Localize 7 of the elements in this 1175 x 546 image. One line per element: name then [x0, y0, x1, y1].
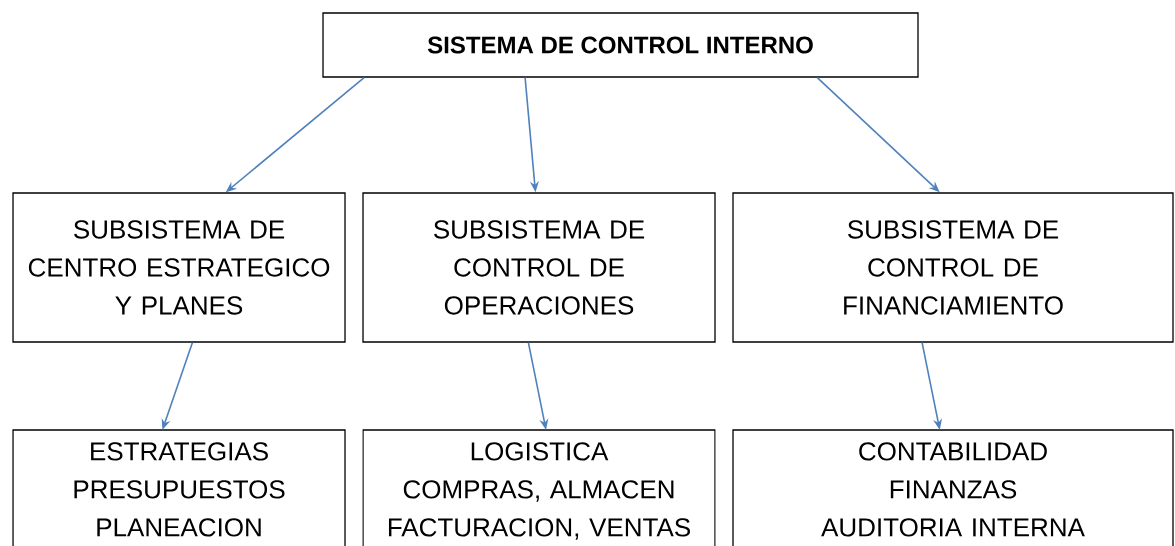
process-box: SUBSISTEMA DE CONTROL DE FINANCIAMIENTO: [732, 192, 1174, 343]
process-box: CONTABILIDAD FINANZAS AUDITORIA INTERNA: [732, 429, 1174, 546]
process-box: ESTRATEGIAS PRESUPUESTOS PLANEACION: [12, 429, 346, 546]
title-box: SISTEMA DE CONTROL INTERNO: [322, 12, 919, 78]
process-box: SUBSISTEMA DE CENTRO ESTRATEGICO Y PLANES: [12, 192, 346, 343]
process-box: LOGISTICA COMPRAS, ALMACEN FACTURACION, VENTAS: [362, 429, 716, 546]
process-box: SUBSISTEMA DE CONTROL DE OPERACIONES: [362, 192, 716, 343]
